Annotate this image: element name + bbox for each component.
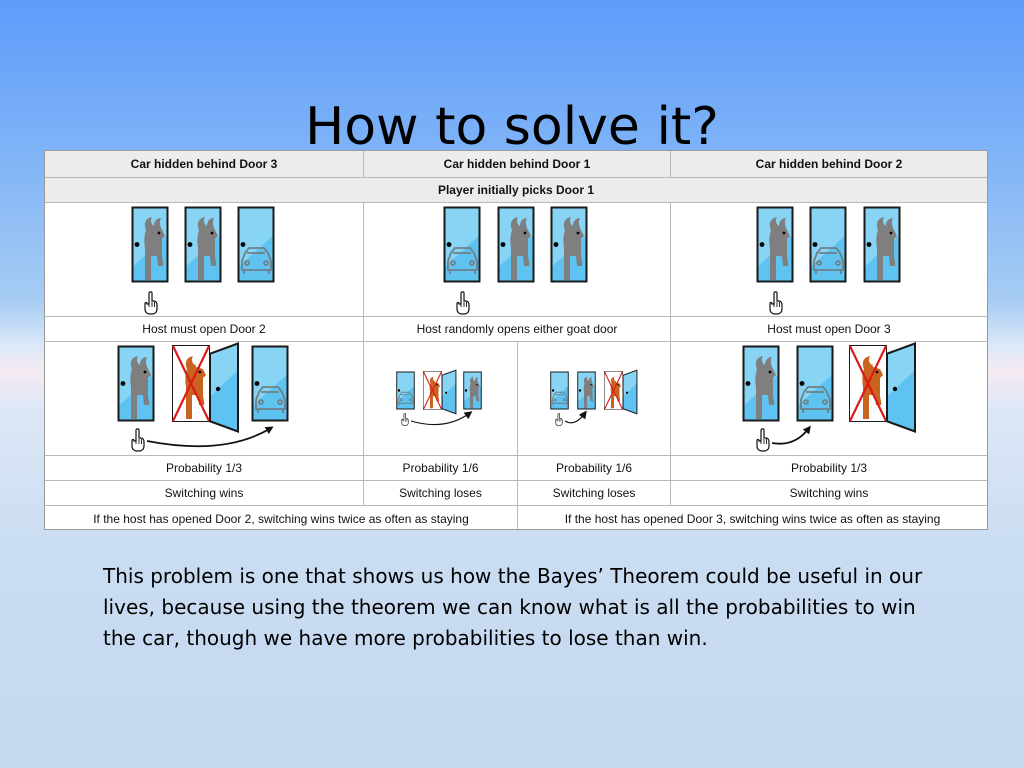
host-action-random: Host randomly opens either goat door: [416, 322, 618, 336]
host-action-door3: Host must open Door 3: [767, 322, 891, 336]
pointing-hand-icon: [756, 428, 770, 452]
scenario-header-door2: Car hidden behind Door 2: [755, 157, 903, 171]
pointing-hand-icon: [456, 291, 470, 315]
scenario-header-door1: Car hidden behind Door 1: [443, 157, 591, 171]
pointing-hand-icon: [144, 291, 158, 315]
slide-title: How to solve it?: [305, 96, 719, 157]
initial-doors-scenario-door1: [443, 206, 588, 315]
probability-cell: Probability 1/6: [402, 461, 479, 475]
outcome-cell: Switching wins: [164, 486, 244, 500]
pointing-hand-icon: [131, 428, 145, 452]
slide-body-text: This problem is one that shows us how th…: [103, 564, 923, 650]
probability-cell: Probability 1/3: [790, 461, 868, 475]
host-reveal-scenario-door1b: [550, 369, 638, 426]
initial-doors-scenario-door2: [756, 206, 901, 315]
door-illustrations: [117, 206, 916, 452]
host-reveal-scenario-door2: [742, 342, 916, 452]
pointing-hand-icon: [401, 413, 409, 426]
initial-doors-scenario-door3: [131, 206, 275, 315]
header-band: [45, 151, 987, 202]
host-reveal-scenario-door3: [117, 342, 289, 452]
open-door-icon: [886, 342, 916, 433]
switch-arrow-icon: [771, 425, 811, 445]
initial-pick-row: Player initially picks Door 1: [437, 183, 595, 197]
switch-arrow-icon: [564, 410, 587, 424]
switch-arrow-icon: [410, 411, 473, 426]
pointing-hand-icon: [769, 291, 783, 315]
open-door-icon: [209, 342, 239, 433]
outcome-cell: Switching loses: [399, 486, 482, 500]
conclusion-door2: If the host has opened Door 2, switching…: [93, 511, 469, 526]
conclusion-door3: If the host has opened Door 3, switching…: [564, 511, 941, 526]
open-door-icon: [622, 369, 638, 415]
open-door-icon: [441, 369, 457, 415]
pointing-hand-icon: [555, 413, 563, 426]
probability-cell: Probability 1/3: [165, 461, 243, 475]
switch-arrow-icon: [146, 426, 274, 448]
probability-cell: Probability 1/6: [555, 461, 633, 475]
scenario-header-door3: Car hidden behind Door 3: [130, 157, 278, 171]
host-reveal-scenario-door1a: [396, 369, 482, 426]
monty-hall-table: Car hidden behind Door 3 Car hidden behi…: [44, 150, 988, 531]
outcome-cell: Switching loses: [552, 486, 636, 500]
host-action-door2: Host must open Door 2: [142, 322, 266, 336]
outcome-cell: Switching wins: [789, 486, 869, 500]
